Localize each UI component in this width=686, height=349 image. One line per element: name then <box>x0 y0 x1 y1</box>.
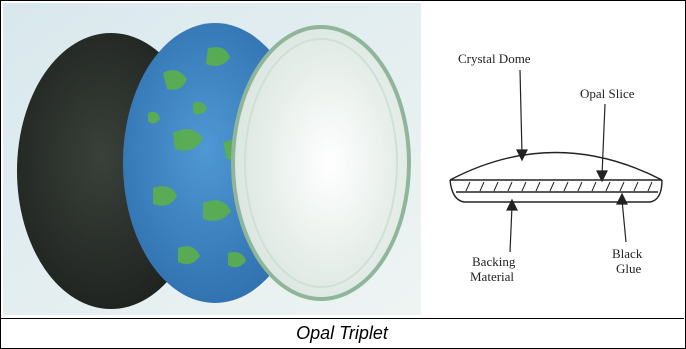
cabochon-outline <box>450 153 662 203</box>
arrow-black-glue <box>617 194 627 204</box>
caption-box: Opal Triplet <box>0 318 684 347</box>
label-backing-2: Material <box>470 269 514 284</box>
label-crystal-dome: Crystal Dome <box>458 51 531 66</box>
figure-caption: Opal Triplet <box>0 323 684 344</box>
label-black-1: Black <box>612 246 643 261</box>
crystal-dome-disc <box>233 27 409 299</box>
label-backing-1: Backing <box>472 254 516 269</box>
label-black-2: Glue <box>616 261 642 276</box>
opal-triplet-photo <box>3 3 421 315</box>
cross-section-diagram: Crystal Dome Opal Slice Backing Material… <box>430 30 680 290</box>
label-opal-slice: Opal Slice <box>580 86 635 101</box>
opal-slice-hatch <box>466 182 652 191</box>
